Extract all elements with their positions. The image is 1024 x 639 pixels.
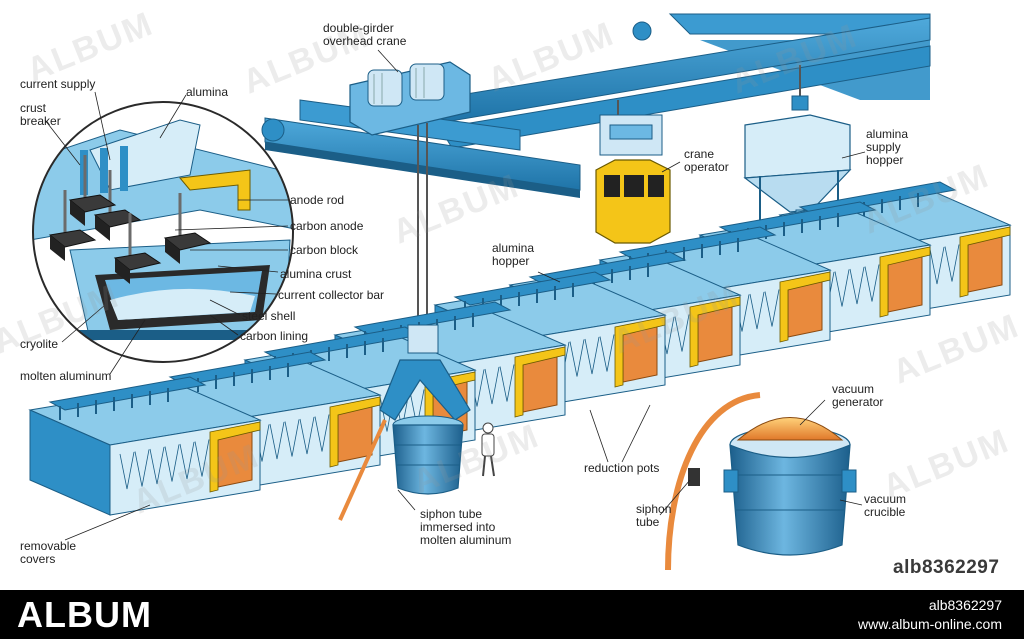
- label-alumina-supply-hopper: alumina supply hopper: [866, 127, 909, 167]
- overhead-crane: [261, 13, 931, 330]
- worker-figure: [481, 422, 495, 477]
- label-current-supply: current supply: [20, 77, 96, 91]
- label-carbon-block: carbon block: [290, 243, 359, 257]
- label-current-collector-bar: current collector bar: [278, 288, 385, 302]
- label-crane-operator: crane operator: [684, 147, 729, 174]
- footer-bar: ALBUM alb8362297 www.album-online.com: [0, 590, 1024, 639]
- carbon-anode-side: [50, 235, 65, 261]
- label-cryolite: cryolite: [20, 337, 59, 351]
- label-molten-aluminum: molten aluminum: [20, 369, 112, 383]
- label-siphon-immersed: siphon tube immersed into molten aluminu…: [420, 507, 512, 547]
- carbon-anode-side: [165, 238, 180, 264]
- album-logo: ALBUM: [17, 594, 152, 635]
- label-carbon-lining: carbon lining: [240, 329, 309, 343]
- label-removable-covers: removable covers: [20, 539, 77, 566]
- label-vacuum-generator: vacuum generator: [832, 382, 884, 409]
- label-siphon-tube: siphon tube: [636, 502, 672, 529]
- label-carbon-anode: carbon anode: [290, 219, 364, 233]
- label-alumina-crust: alumina crust: [280, 267, 352, 281]
- label-overhead-crane: double-girder overhead crane: [323, 21, 407, 48]
- label-alumina-hopper: alumina hopper: [492, 241, 535, 268]
- reduction-pot-cell: [28, 376, 262, 516]
- label-reduction-pots: reduction pots: [584, 461, 660, 475]
- aluminum-smelter-illustration: [28, 13, 1012, 571]
- label-steel-shell: steel shell: [242, 309, 296, 323]
- footer-website-link[interactable]: www.album-online.com: [858, 616, 1002, 632]
- label-anode-rod: anode rod: [290, 193, 345, 207]
- reduction-pot-line: [28, 181, 1012, 516]
- vacuum-crucible: [665, 392, 857, 571]
- footer-image-code: alb8362297: [928, 597, 1002, 613]
- label-crust-breaker: crust breaker: [20, 101, 61, 128]
- crane-operator-cab: [595, 114, 671, 244]
- carbon-anode-side: [70, 200, 85, 226]
- crane-ladle: [338, 324, 471, 521]
- label-alumina: alumina: [186, 85, 229, 99]
- label-vacuum-crucible: vacuum crucible: [864, 492, 907, 519]
- carbon-anode-side: [95, 215, 110, 241]
- leader-lines: [44, 49, 866, 541]
- cell-cross-section-inset: [32, 101, 294, 363]
- carbon-anode-side: [115, 258, 130, 284]
- image-code: alb8362297: [893, 557, 1000, 578]
